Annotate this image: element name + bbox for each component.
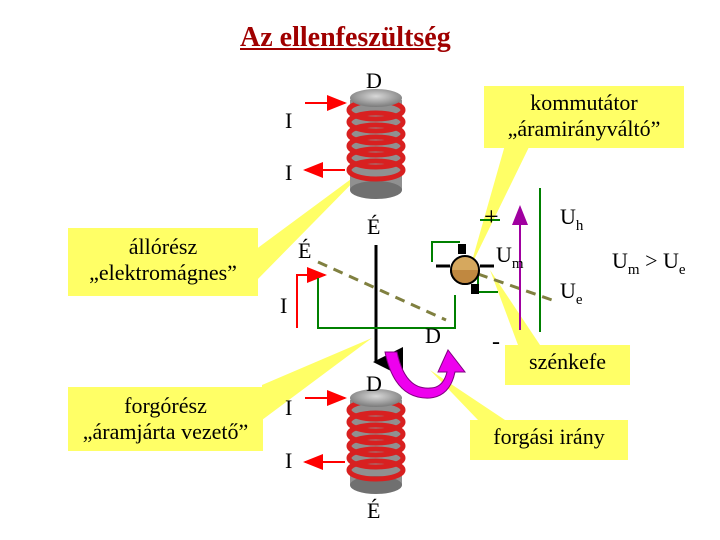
- pole-label-e-top: É: [367, 214, 381, 239]
- uh-main: U: [560, 204, 576, 229]
- kommutator-line1: kommutátor: [530, 90, 638, 115]
- uh-label: Uh: [560, 204, 583, 234]
- forgorez-pointer: [262, 338, 372, 420]
- stator-coil: [346, 89, 406, 199]
- pole-label-e-left: É: [298, 238, 312, 263]
- forgorez-callout: forgórész „áramjárta vezető”: [68, 387, 263, 451]
- rel-um: U: [612, 248, 628, 273]
- current-label-2: I: [285, 160, 293, 185]
- page-title: Az ellenfeszültség: [240, 22, 451, 53]
- allorez-line1: állórész: [128, 234, 198, 259]
- kommutator-line2: „áramirányváltó”: [507, 116, 661, 141]
- current-label-3: I: [280, 293, 288, 318]
- allorez-line2: „elektromágnes”: [89, 260, 237, 285]
- forgorez-line1: forgórész: [124, 393, 207, 418]
- um-label: Um: [496, 242, 524, 272]
- voltage-relation: Um > Ue: [612, 248, 686, 278]
- szenkefe-callout: szénkefe: [505, 345, 630, 385]
- rel-gt: > U: [639, 248, 679, 273]
- pole-label-d-mid: D: [425, 323, 441, 348]
- dashed-line: [317, 260, 447, 322]
- rotation-arrow: [384, 349, 467, 399]
- forgasi-callout: forgási irány: [470, 420, 628, 460]
- uh-sub: h: [575, 218, 584, 234]
- um-sub: m: [511, 256, 524, 272]
- rotor-coil: [346, 389, 406, 494]
- ue-sub: e: [575, 292, 583, 308]
- ue-main: U: [560, 278, 576, 303]
- kommutator-callout: kommutátor „áramirányváltó”: [484, 86, 684, 148]
- plus-sign: +: [484, 202, 499, 231]
- current-label-4: I: [285, 395, 293, 420]
- ue-label: Ue: [560, 278, 583, 308]
- allorez-pointer: [255, 165, 370, 282]
- minus-sign: -: [492, 329, 500, 355]
- kommutator-pointer: [470, 145, 530, 268]
- commutator: [436, 244, 494, 294]
- szenkefe-label: szénkefe: [529, 349, 606, 374]
- rel-m: m: [627, 262, 640, 278]
- pole-label-d-rotor: D: [366, 371, 382, 396]
- pole-label-d-top: D: [366, 68, 382, 93]
- rel-e: e: [678, 262, 686, 278]
- current-label-5: I: [285, 448, 293, 473]
- current-arrow-5: [296, 267, 327, 328]
- szenkefe-pointer: [490, 270, 540, 345]
- dashed-line-2: [477, 272, 553, 302]
- current-label-1: I: [285, 108, 293, 133]
- pole-label-e-bottom: É: [367, 498, 381, 523]
- forgorez-line2: „áramjárta vezető”: [82, 419, 249, 444]
- forgasi-label: forgási irány: [493, 424, 605, 449]
- allorez-callout: állórész „elektromágnes”: [68, 228, 258, 296]
- um-main: U: [496, 242, 512, 267]
- current-arrows: [296, 95, 347, 470]
